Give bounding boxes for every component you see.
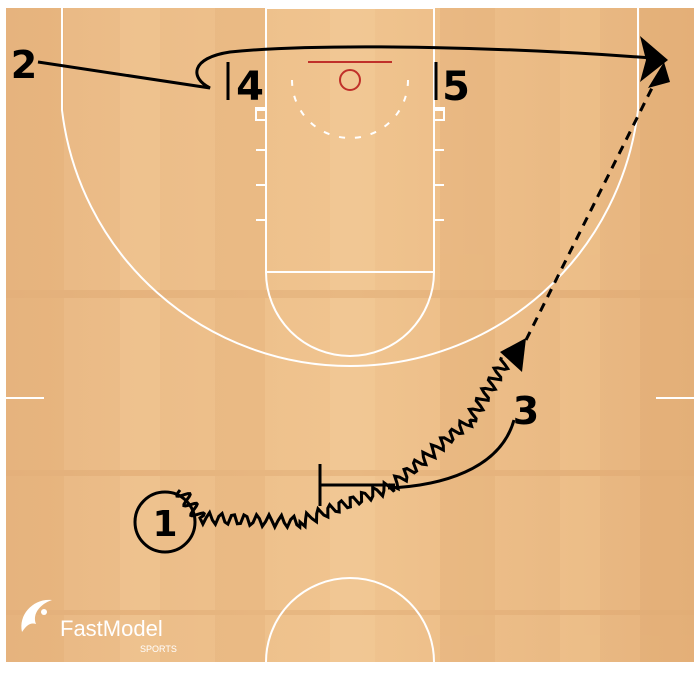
player-5-label: 5 <box>442 64 470 110</box>
player-4-label: 4 <box>236 64 264 110</box>
player-3-label: 3 <box>513 389 539 433</box>
center-circle <box>265 577 435 663</box>
free-throw-lane <box>265 7 435 273</box>
free-throw-circle <box>265 271 435 357</box>
brand-logo: FastModel SPORTS <box>21 599 177 654</box>
court-floor <box>6 8 694 662</box>
arrowhead-pass <box>648 62 670 88</box>
ball-handler-circle <box>133 490 197 554</box>
player-1-label: 1 <box>152 504 177 545</box>
player-2-label: 2 <box>11 43 37 87</box>
logo-sub: SPORTS <box>140 644 177 654</box>
logo-brand: FastModel <box>60 616 163 641</box>
logo-swoosh-icon <box>21 599 52 632</box>
arrowhead-dribble <box>500 338 526 372</box>
arrowhead-cut <box>640 36 668 82</box>
rim <box>339 69 361 91</box>
court-lines <box>6 7 694 663</box>
screen-3 <box>318 464 395 506</box>
basket <box>308 61 392 91</box>
cut-path-2 <box>37 45 653 90</box>
cut-path-3 <box>387 419 516 490</box>
three-point-line <box>61 8 639 367</box>
dribble-path <box>175 356 511 531</box>
pass-line <box>524 71 662 341</box>
